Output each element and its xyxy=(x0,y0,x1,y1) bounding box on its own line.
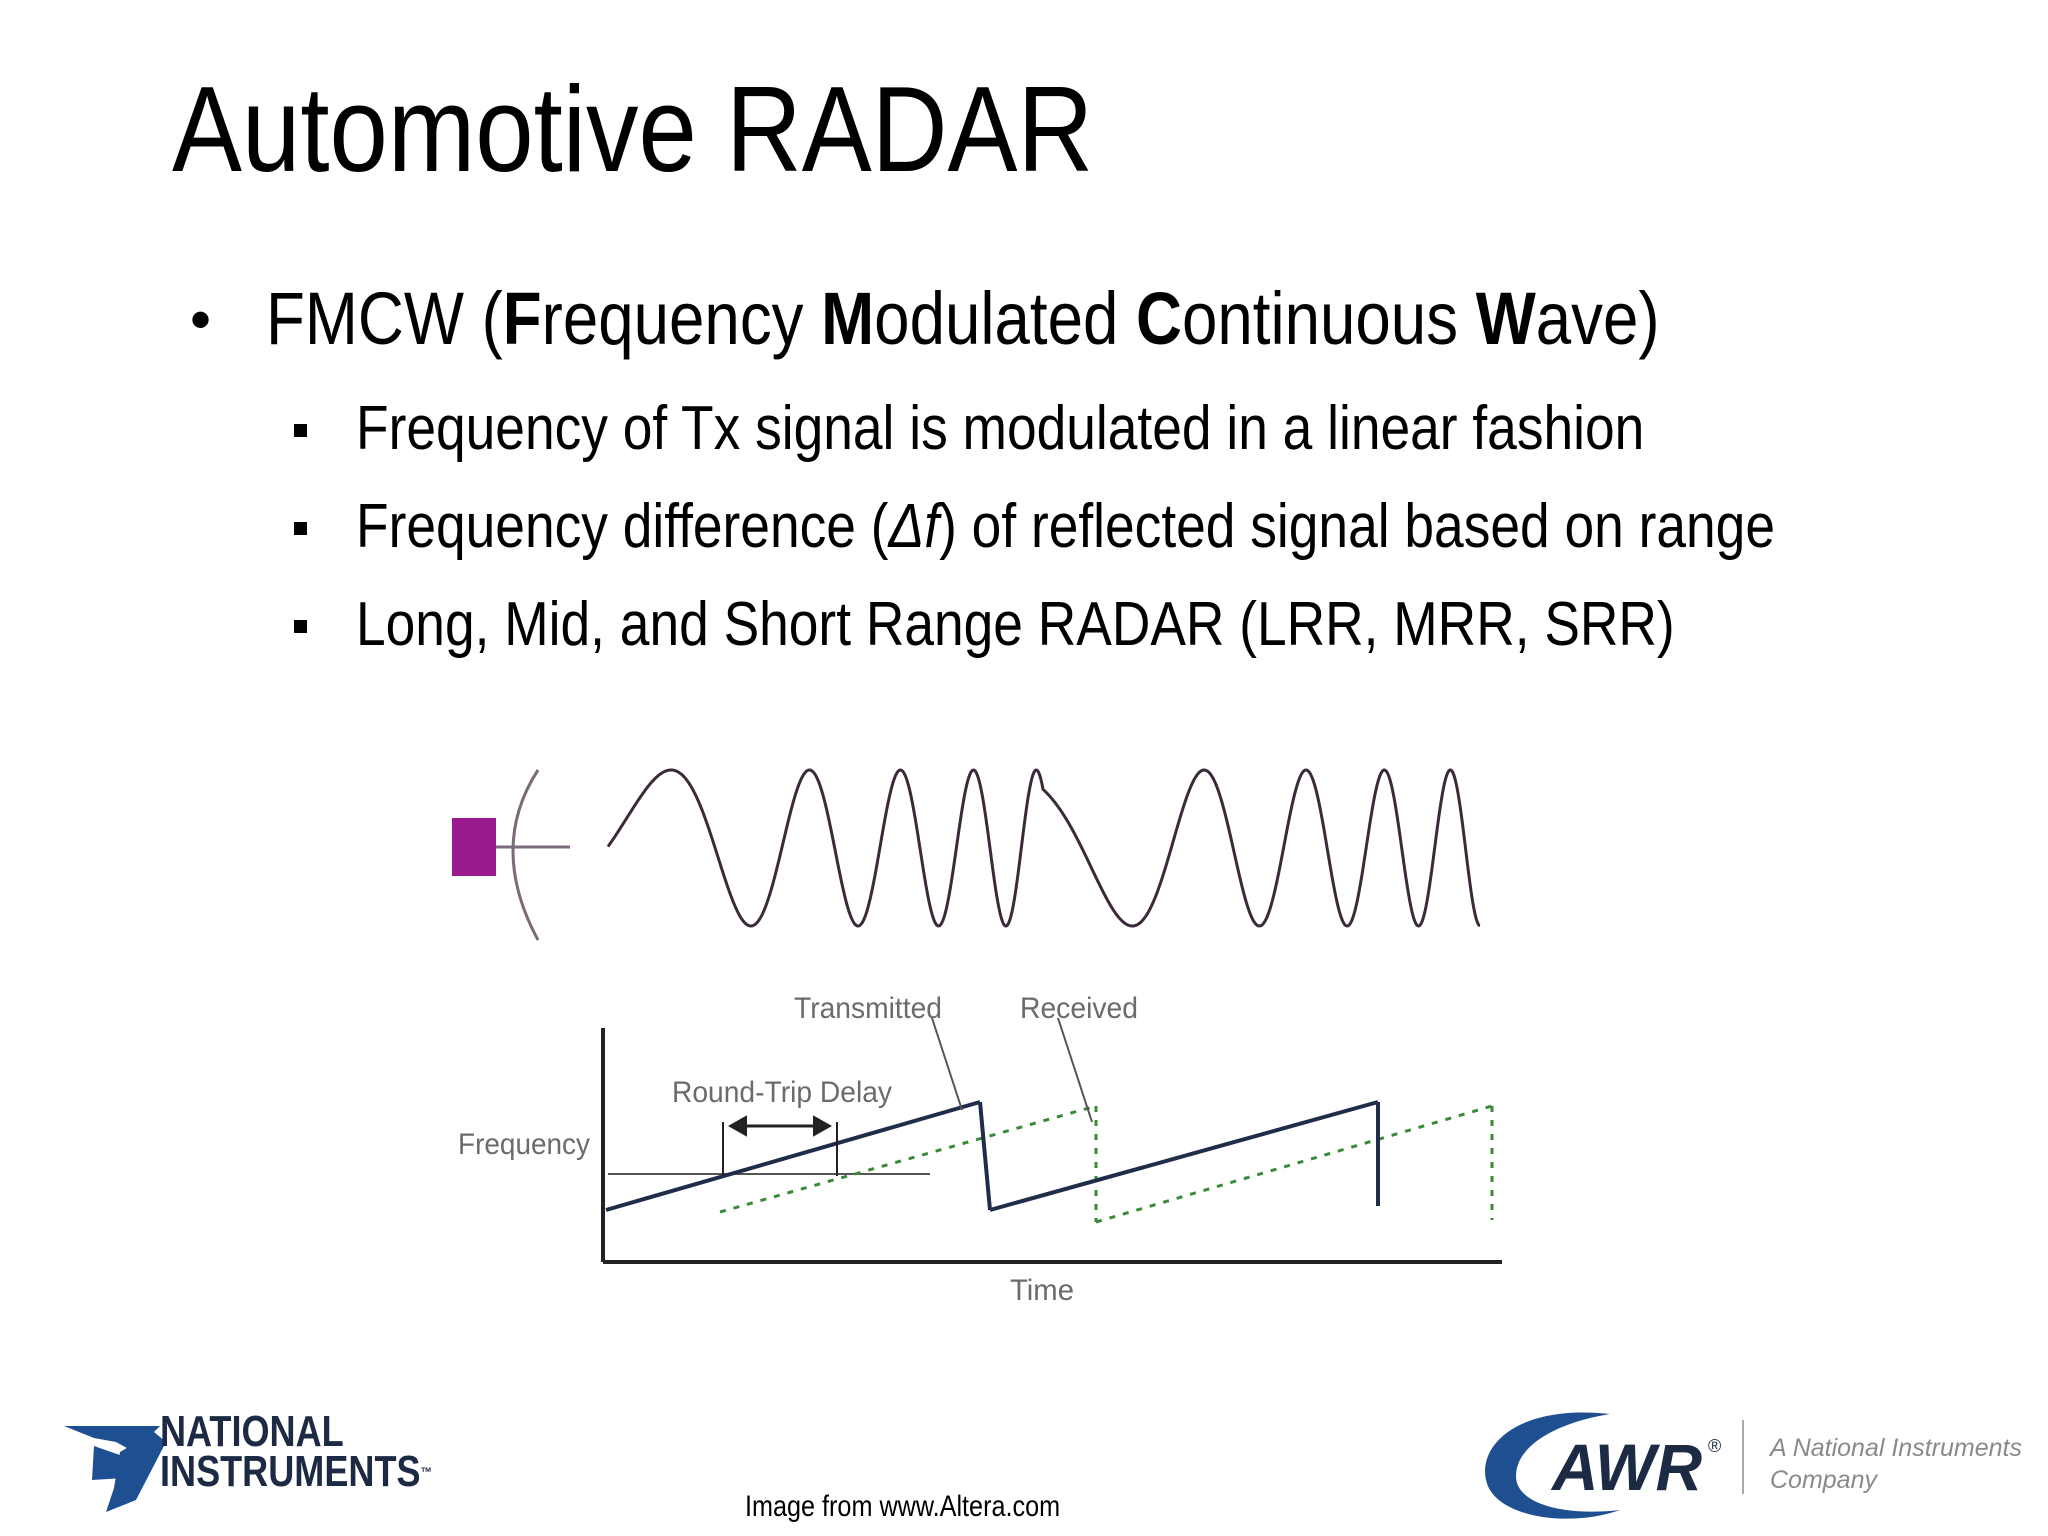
ni-line1: NATIONAL xyxy=(160,1407,344,1456)
letter-w: W xyxy=(1475,277,1536,360)
round-trip-delay-marker xyxy=(722,1115,838,1176)
label-frequency: Frequency xyxy=(458,1128,590,1161)
antenna-block xyxy=(452,818,496,876)
subbullet-3-text: Long, Mid, and Short Range RADAR (LRR, M… xyxy=(356,590,1675,659)
subbullet-2-pre: Frequency difference ( xyxy=(356,492,889,561)
awr-tag-line2: Company xyxy=(1770,1466,1877,1494)
label-time: Time xyxy=(1010,1274,1074,1307)
label-round-trip-delay: Round-Trip Delay xyxy=(672,1076,892,1109)
awr-tagline: A National Instruments Company xyxy=(1770,1432,2022,1496)
ni-wordmark: NATIONAL INSTRUMENTS™ xyxy=(160,1407,492,1494)
letter-c: C xyxy=(1136,277,1183,360)
acronym: FMCW xyxy=(266,277,464,360)
ni-eagle-icon xyxy=(64,1426,166,1512)
transmitted-leader xyxy=(931,1017,963,1111)
antenna-icon xyxy=(452,769,570,941)
delta-f: Δf xyxy=(888,492,940,561)
word-modulated-rest: odulated xyxy=(874,277,1137,360)
bullet-dot-icon: • xyxy=(190,286,212,353)
awr-divider xyxy=(1742,1420,1744,1494)
letter-m: M xyxy=(821,277,875,360)
word-frequency-rest: requency xyxy=(541,277,822,360)
ni-tm: ™ xyxy=(420,1464,433,1480)
arrow-left-icon xyxy=(727,1115,747,1137)
square-bullet-icon xyxy=(294,424,307,437)
received-leader xyxy=(1057,1017,1093,1123)
chirp-waveform xyxy=(606,768,1481,928)
subbullet-1-text: Frequency of Tx signal is modulated in a… xyxy=(356,394,1645,463)
slide-title: Automotive RADAR xyxy=(172,61,1094,197)
word-wave-rest: ave) xyxy=(1535,277,1660,360)
letter-f: F xyxy=(502,277,542,360)
awr-swoosh-icon xyxy=(1485,1412,1620,1519)
word-continuous-rest: ontinuous xyxy=(1182,277,1476,360)
awr-registered: ® xyxy=(1708,1436,1721,1456)
awr-wordmark: AWR xyxy=(1550,1430,1702,1504)
plot-axes xyxy=(601,1028,1502,1264)
ni-line2-text: INSTRUMENTS xyxy=(160,1447,421,1496)
awr-logo: AWR ® xyxy=(1485,1412,1721,1519)
square-bullet-icon xyxy=(294,522,307,535)
label-received: Received xyxy=(1020,992,1138,1025)
arrow-right-icon xyxy=(813,1115,833,1137)
subbullet-2-text: Frequency difference (Δf) of reflected s… xyxy=(356,496,1775,558)
national-instruments-logo xyxy=(64,1426,166,1512)
fmcw-figure: Transmitted Received Round-Trip Delay Fr… xyxy=(452,768,1502,1307)
label-transmitted: Transmitted xyxy=(794,992,942,1025)
received-signal xyxy=(719,1104,1494,1224)
transmitted-signal xyxy=(605,1100,1380,1212)
subbullet-2-post: ) of reflected signal based on range xyxy=(939,492,1775,561)
image-credit: Image from www.Altera.com xyxy=(745,1490,1061,1523)
ni-line2: INSTRUMENTS™ xyxy=(160,1450,433,1494)
paren-open: ( xyxy=(463,277,503,360)
awr-tag-line1: A National Instruments xyxy=(1770,1434,2022,1462)
bullet-fmcw-text: FMCW (Frequency Modulated Continuous Wav… xyxy=(266,282,1660,356)
square-bullet-icon xyxy=(294,620,307,633)
